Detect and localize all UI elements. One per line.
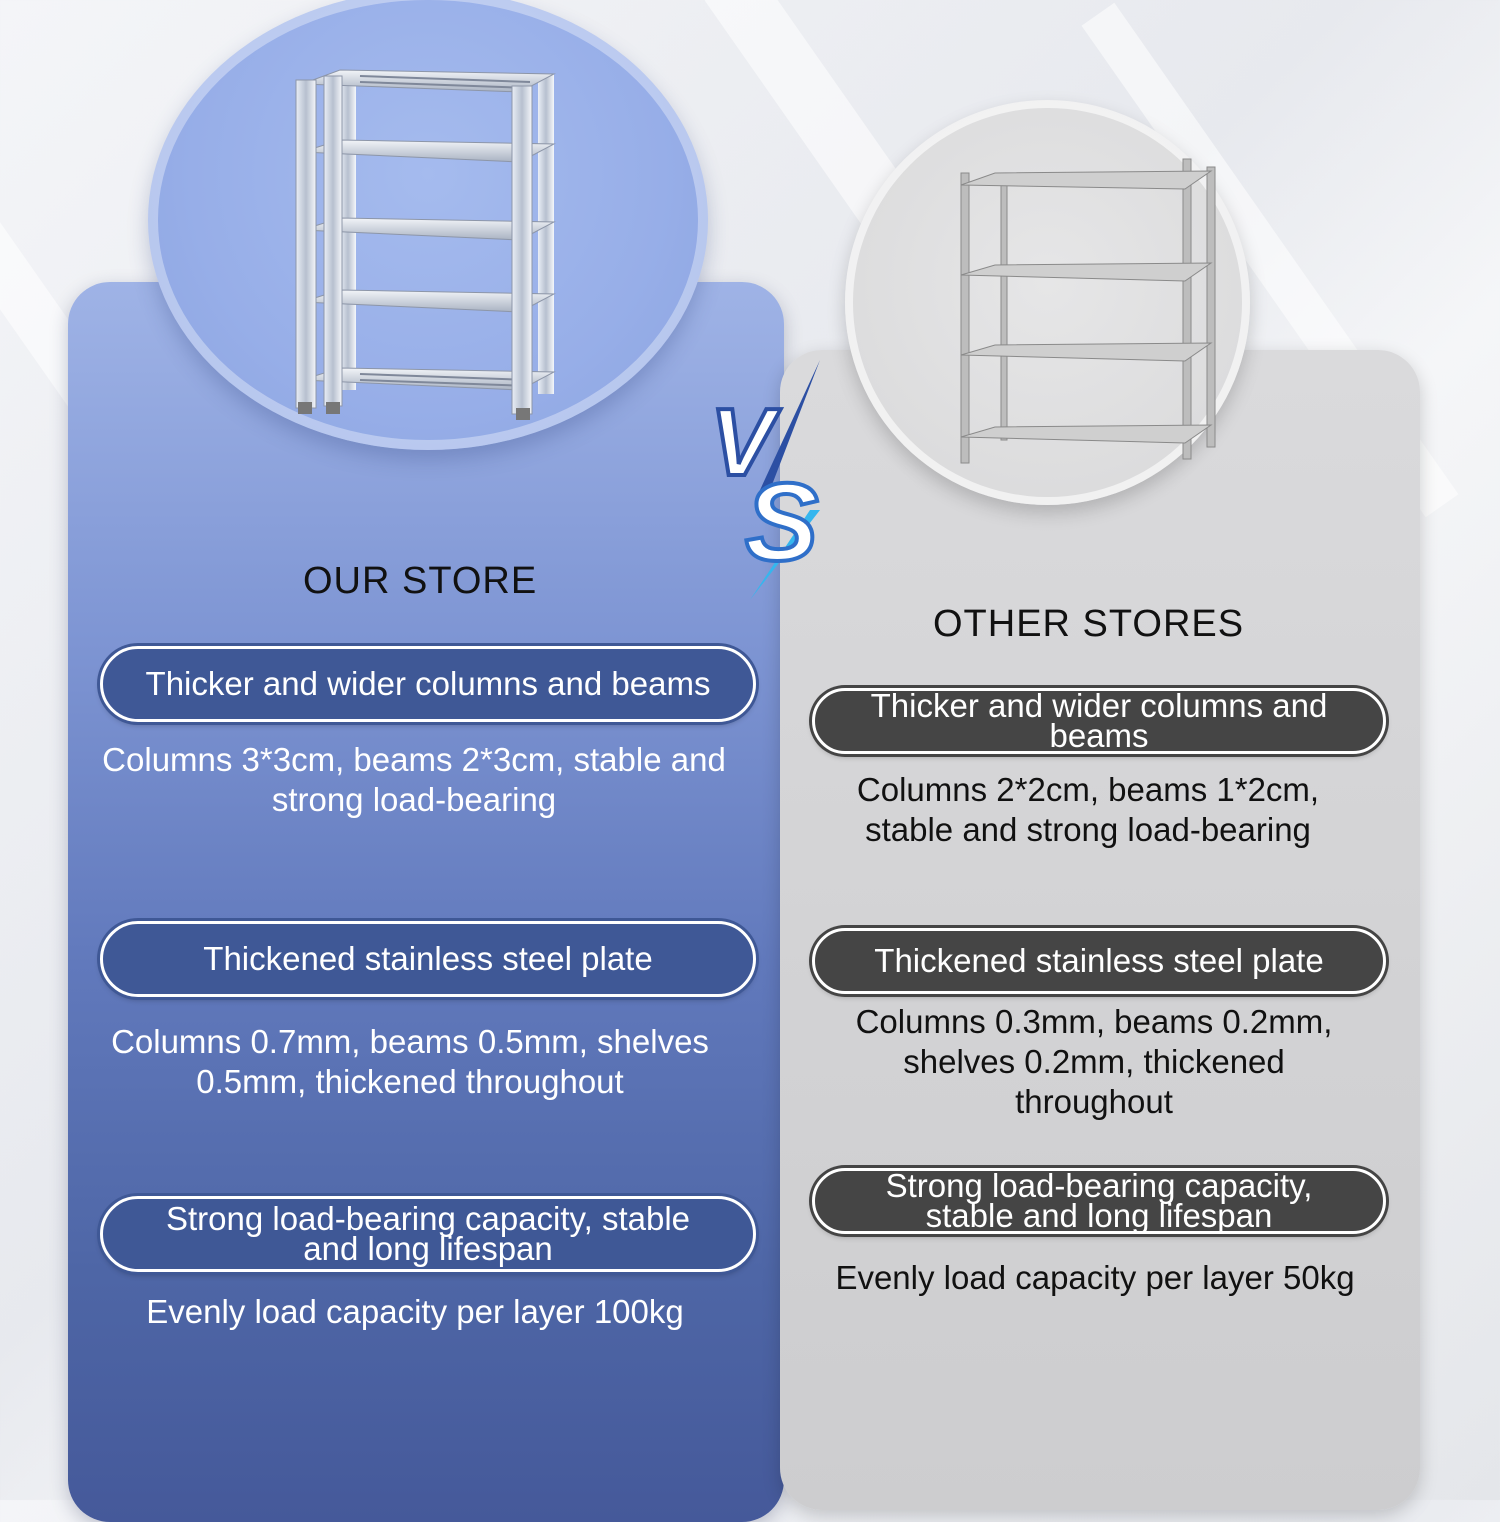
our-feature-heading-1: Thicker and wider columns and beams [100, 646, 756, 722]
our-feature-heading-3: Strong load-bearing capacity, stable and… [100, 1196, 756, 1272]
other-feature-heading-1: Thicker and wider columns and beams [812, 688, 1386, 754]
other-feature-detail-2: Columns 0.3mm, beams 0.2mm, shelves 0.2m… [855, 1003, 1333, 1120]
other-feature-heading-2: Thickened stainless steel plate [812, 928, 1386, 994]
other-stores-title: OTHER STORES [933, 603, 1245, 645]
our-store-title: OUR STORE [303, 560, 538, 602]
other-feature-detail-3: Evenly load capacity per layer 50kg [835, 1259, 1355, 1296]
other-feature-heading-3: Strong load-bearing capacity, stable and… [812, 1168, 1386, 1234]
other-feature-detail-1: Columns 2*2cm, beams 1*2cm, stable and s… [856, 771, 1320, 848]
our-store-panel [68, 282, 784, 1522]
our-shelf-image [295, 69, 556, 420]
vs-letter-v: V [710, 389, 781, 496]
our-feature-detail-1: Columns 3*3cm, beams 2*3cm, stable and s… [102, 741, 726, 818]
our-feature-detail-2: Columns 0.7mm, beams 0.5mm, shelves 0.5m… [111, 1023, 709, 1100]
other-shelf-image [960, 158, 1216, 464]
our-feature-heading-2: Thickened stainless steel plate [100, 921, 756, 997]
vs-letter-s: S [745, 461, 818, 584]
our-feature-detail-3: Evenly load capacity per layer 100kg [146, 1293, 684, 1330]
vs-emblem: V S [708, 360, 820, 600]
